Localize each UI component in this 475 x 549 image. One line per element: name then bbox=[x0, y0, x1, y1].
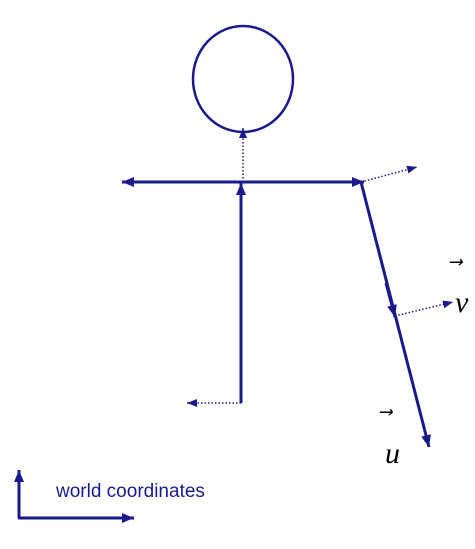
u-vector-arrow-accent: ⃗ bbox=[379, 409, 394, 416]
v-vector-label: v bbox=[455, 286, 469, 319]
head-circle bbox=[191, 24, 295, 134]
u-vector-label: u bbox=[385, 437, 400, 470]
v-dotted-arrow bbox=[394, 300, 454, 317]
world-coordinates-label: world coordinates bbox=[55, 481, 205, 502]
elbow-solid-arrow bbox=[384, 282, 397, 318]
v-vector-arrow-accent: ⃗ bbox=[449, 259, 464, 266]
shoulder-dotted-arrow bbox=[360, 165, 418, 183]
